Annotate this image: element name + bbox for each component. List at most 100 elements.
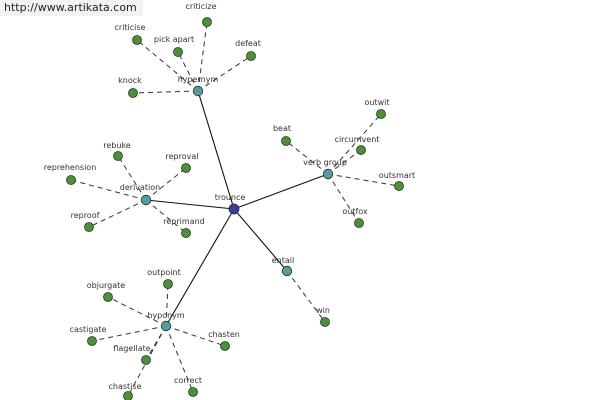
- node-hypernym[interactable]: hypernym: [178, 75, 219, 97]
- node-objurgate-label[interactable]: objurgate: [87, 281, 126, 290]
- edge-hypernym-criticise: [136, 39, 199, 92]
- node-outfox-dot[interactable]: [354, 218, 364, 228]
- node-criticize-dot[interactable]: [202, 17, 212, 27]
- node-castigate-label[interactable]: castigate: [70, 325, 107, 334]
- node-reproval[interactable]: reproval: [166, 152, 199, 173]
- node-circumvent[interactable]: circumvent: [335, 135, 380, 155]
- node-reprehension-dot[interactable]: [66, 175, 76, 185]
- node-entail[interactable]: entail: [272, 256, 294, 277]
- node-correct-label[interactable]: correct: [174, 376, 202, 385]
- node-reproof-dot[interactable]: [84, 222, 94, 232]
- node-knock[interactable]: knock: [118, 76, 142, 98]
- node-rebuke[interactable]: rebuke: [103, 141, 131, 161]
- edge-hyponym-objurgate: [107, 296, 167, 327]
- node-win-dot[interactable]: [320, 317, 330, 327]
- node-criticise-label[interactable]: criticise: [115, 23, 146, 32]
- node-hyponym-label[interactable]: hyponym: [147, 311, 185, 320]
- node-verb-group-label[interactable]: verb group: [303, 158, 347, 167]
- edge-trounce-hyponym: [165, 208, 235, 327]
- node-outpoint[interactable]: outpoint: [147, 268, 181, 289]
- node-outsmart[interactable]: outsmart: [379, 171, 415, 191]
- node-knock-label[interactable]: knock: [118, 76, 142, 85]
- node-circumvent-dot[interactable]: [356, 145, 366, 155]
- graph-nodes: criticize criticise pick apart defeat knock r…: [44, 2, 415, 400]
- node-derivation[interactable]: derivation: [120, 183, 160, 206]
- node-chastise[interactable]: chastise: [109, 382, 142, 400]
- node-win[interactable]: win: [316, 306, 330, 327]
- node-flagellate[interactable]: flagellate: [113, 344, 151, 365]
- node-beat-dot[interactable]: [281, 136, 291, 146]
- node-flagellate-label[interactable]: flagellate: [113, 344, 150, 353]
- node-outfox-label[interactable]: outfox: [342, 207, 368, 216]
- node-outwit-label[interactable]: outwit: [364, 98, 389, 107]
- node-outsmart-label[interactable]: outsmart: [379, 171, 415, 180]
- node-criticize-label[interactable]: criticize: [185, 2, 216, 11]
- node-hyponym-dot[interactable]: [160, 320, 172, 332]
- node-reprimand-label[interactable]: reprimand: [163, 217, 204, 226]
- edge-hyponym-chasten: [165, 325, 226, 347]
- node-reprimand[interactable]: reprimand: [163, 217, 205, 238]
- node-chastise-label[interactable]: chastise: [109, 382, 142, 391]
- node-entail-dot[interactable]: [281, 265, 293, 277]
- node-rebuke-dot[interactable]: [113, 151, 123, 161]
- node-outwit-dot[interactable]: [376, 109, 386, 119]
- node-derivation-dot[interactable]: [140, 194, 152, 206]
- node-derivation-label[interactable]: derivation: [120, 183, 160, 192]
- node-objurgate[interactable]: objurgate: [87, 281, 126, 302]
- edge-trounce-entail: [233, 208, 288, 272]
- node-chasten[interactable]: chasten: [208, 330, 240, 351]
- node-circumvent-label[interactable]: circumvent: [335, 135, 380, 144]
- node-trounce-dot[interactable]: [228, 203, 240, 215]
- node-reproof[interactable]: reproof: [71, 211, 100, 232]
- node-entail-label[interactable]: entail: [272, 256, 294, 265]
- node-win-label[interactable]: win: [316, 306, 330, 315]
- node-correct-dot[interactable]: [188, 387, 198, 397]
- node-outsmart-dot[interactable]: [394, 181, 404, 191]
- node-knock-dot[interactable]: [128, 88, 138, 98]
- node-outpoint-dot[interactable]: [163, 279, 173, 289]
- node-trounce[interactable]: trounce: [215, 193, 246, 215]
- edge-verb-group-outsmart: [327, 173, 400, 187]
- node-chasten-dot[interactable]: [220, 341, 230, 351]
- node-outfox[interactable]: outfox: [342, 207, 368, 228]
- node-criticize[interactable]: criticize: [185, 2, 217, 27]
- node-hypernym-dot[interactable]: [192, 85, 204, 97]
- node-defeat-dot[interactable]: [246, 51, 256, 61]
- edge-verb-group-outwit: [327, 113, 382, 175]
- node-pick-apart[interactable]: pick apart: [154, 35, 194, 57]
- node-beat[interactable]: beat: [273, 124, 291, 146]
- node-castigate[interactable]: castigate: [70, 325, 107, 346]
- node-beat-label[interactable]: beat: [273, 124, 291, 133]
- node-criticise[interactable]: criticise: [115, 23, 146, 45]
- node-defeat[interactable]: defeat: [235, 39, 261, 61]
- node-reprehension[interactable]: reprehension: [44, 163, 97, 185]
- node-verb-group[interactable]: verb group: [303, 158, 347, 180]
- node-correct[interactable]: correct: [174, 376, 202, 397]
- site-url-banner[interactable]: http://www.artikata.com: [0, 0, 143, 16]
- node-verb-group-dot[interactable]: [322, 168, 334, 180]
- node-reproval-label[interactable]: reproval: [166, 152, 199, 161]
- node-reprimand-dot[interactable]: [181, 228, 191, 238]
- node-outpoint-label[interactable]: outpoint: [147, 268, 181, 277]
- node-defeat-label[interactable]: defeat: [235, 39, 261, 48]
- node-reprehension-label[interactable]: reprehension: [44, 163, 97, 172]
- node-trounce-label[interactable]: trounce: [215, 193, 246, 202]
- node-outwit[interactable]: outwit: [364, 98, 390, 119]
- node-reproval-dot[interactable]: [181, 163, 191, 173]
- node-flagellate-dot[interactable]: [141, 355, 151, 365]
- node-chasten-label[interactable]: chasten: [208, 330, 240, 339]
- node-rebuke-label[interactable]: rebuke: [103, 141, 131, 150]
- node-pick-apart-label[interactable]: pick apart: [154, 35, 194, 44]
- edge-derivation-rebuke: [117, 155, 147, 201]
- node-objurgate-dot[interactable]: [103, 292, 113, 302]
- node-chastise-dot[interactable]: [123, 391, 133, 400]
- edge-trounce-hypernym: [197, 90, 235, 210]
- edge-hypernym-defeat: [197, 55, 252, 92]
- node-castigate-dot[interactable]: [87, 336, 97, 346]
- node-hyponym[interactable]: hyponym: [147, 311, 185, 332]
- edge-hypernym-criticize: [197, 21, 208, 92]
- node-pick-apart-dot[interactable]: [173, 47, 183, 57]
- node-reproof-label[interactable]: reproof: [71, 211, 100, 220]
- node-criticise-dot[interactable]: [132, 35, 142, 45]
- node-hypernym-label[interactable]: hypernym: [178, 75, 219, 84]
